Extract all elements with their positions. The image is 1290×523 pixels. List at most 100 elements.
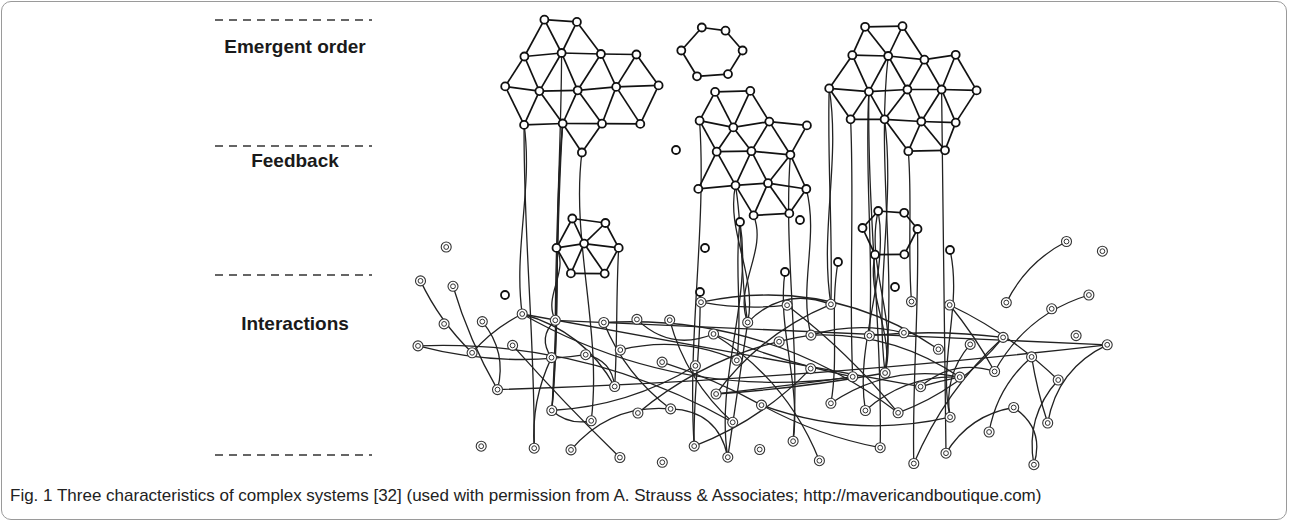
cluster-link	[956, 55, 977, 91]
agent-node	[893, 408, 903, 418]
agent-node	[955, 372, 965, 382]
cluster-node	[713, 148, 721, 156]
cluster-node	[574, 86, 582, 94]
feedback-link	[873, 255, 887, 373]
cluster-node	[696, 288, 704, 296]
agent-node-core	[479, 444, 484, 449]
agent-node-core	[601, 320, 606, 325]
agent-node-core	[451, 284, 456, 289]
cluster-link	[698, 152, 716, 189]
cluster-link	[616, 87, 640, 124]
interaction-link	[513, 345, 620, 457]
feedback-link	[851, 119, 853, 377]
level-dividers	[215, 20, 372, 455]
agent-node-core	[1100, 249, 1105, 254]
cluster-node	[834, 258, 842, 266]
cluster-node	[722, 27, 730, 35]
feedback-link	[520, 125, 527, 314]
agent-node-core	[1056, 378, 1061, 383]
agent-node-core	[957, 375, 962, 380]
feedback-link	[913, 229, 917, 464]
cluster-link	[903, 26, 925, 60]
agent-node	[1043, 418, 1053, 428]
agent-node	[728, 417, 738, 427]
cluster-node	[785, 209, 793, 217]
agent-node-core	[636, 411, 641, 416]
interaction-link	[1032, 380, 1058, 465]
agent-node	[1027, 352, 1037, 362]
feedback-link	[863, 211, 880, 411]
interaction-link	[522, 314, 853, 382]
cluster-link	[888, 26, 902, 56]
figure-caption: Fig. 1 Three characteristics of complex …	[10, 486, 1280, 506]
agent-node	[826, 299, 836, 309]
agent-node	[1071, 331, 1081, 341]
interaction-link	[989, 357, 1032, 432]
cluster-link	[852, 55, 869, 91]
cluster-link	[769, 122, 807, 126]
agent-node-core	[992, 369, 997, 374]
agent-node	[875, 443, 885, 453]
cluster-node	[580, 240, 588, 248]
cluster-link	[584, 244, 619, 248]
agent-node-core	[883, 371, 888, 376]
cluster-node	[786, 151, 794, 159]
cluster-node	[859, 224, 867, 232]
feedback-link	[789, 155, 795, 441]
agent-node	[711, 389, 721, 399]
agent-node	[413, 341, 423, 351]
agent-node	[599, 318, 609, 328]
cluster-link	[736, 185, 754, 215]
cluster-link	[736, 151, 752, 185]
cluster-link	[921, 122, 945, 151]
interaction-link	[949, 344, 971, 417]
cluster-link	[869, 90, 908, 92]
cluster-node	[615, 244, 623, 252]
cluster-node	[540, 16, 548, 24]
feedback-link	[946, 250, 953, 417]
interaction-link	[670, 320, 733, 422]
cluster-link	[907, 60, 924, 90]
cluster-link	[921, 122, 955, 123]
cluster-link	[505, 86, 539, 91]
cluster-link	[754, 213, 790, 215]
cluster-link	[885, 90, 908, 120]
feedback-link	[783, 272, 794, 441]
agent-node-core	[757, 447, 762, 452]
cluster-link-layer	[505, 20, 976, 274]
agent-node	[508, 340, 518, 350]
agent-node	[806, 364, 816, 374]
cluster-node	[884, 52, 892, 60]
link-layer	[418, 53, 1107, 465]
cluster-link	[636, 55, 658, 86]
agent-node	[788, 436, 798, 446]
agent-node	[1097, 246, 1107, 256]
cluster-node	[732, 181, 740, 189]
cluster-node	[746, 87, 754, 95]
agent-node	[848, 372, 858, 382]
cluster-link	[571, 273, 605, 275]
agent-node-core	[730, 420, 735, 425]
interaction-link	[914, 337, 1003, 463]
cluster-node	[917, 118, 925, 126]
cluster-link	[907, 90, 921, 122]
cluster-link	[563, 124, 582, 153]
agent-node	[757, 400, 767, 410]
agent-node-core	[745, 320, 750, 325]
cluster-link	[700, 92, 716, 121]
interaction-link	[418, 345, 733, 422]
cluster-node	[802, 185, 810, 193]
agent-node-core	[791, 439, 796, 444]
cluster-node	[501, 82, 509, 90]
cluster-link	[851, 118, 885, 120]
cluster-link	[942, 89, 977, 92]
cluster-link	[852, 54, 888, 56]
cluster-node	[701, 244, 709, 252]
agent-node-core	[1011, 405, 1016, 410]
agent-node-core	[909, 299, 914, 304]
dashed-divider	[215, 145, 372, 146]
feedback-link	[552, 124, 563, 411]
feedback-link	[744, 215, 757, 322]
dashed-divider	[215, 19, 372, 20]
